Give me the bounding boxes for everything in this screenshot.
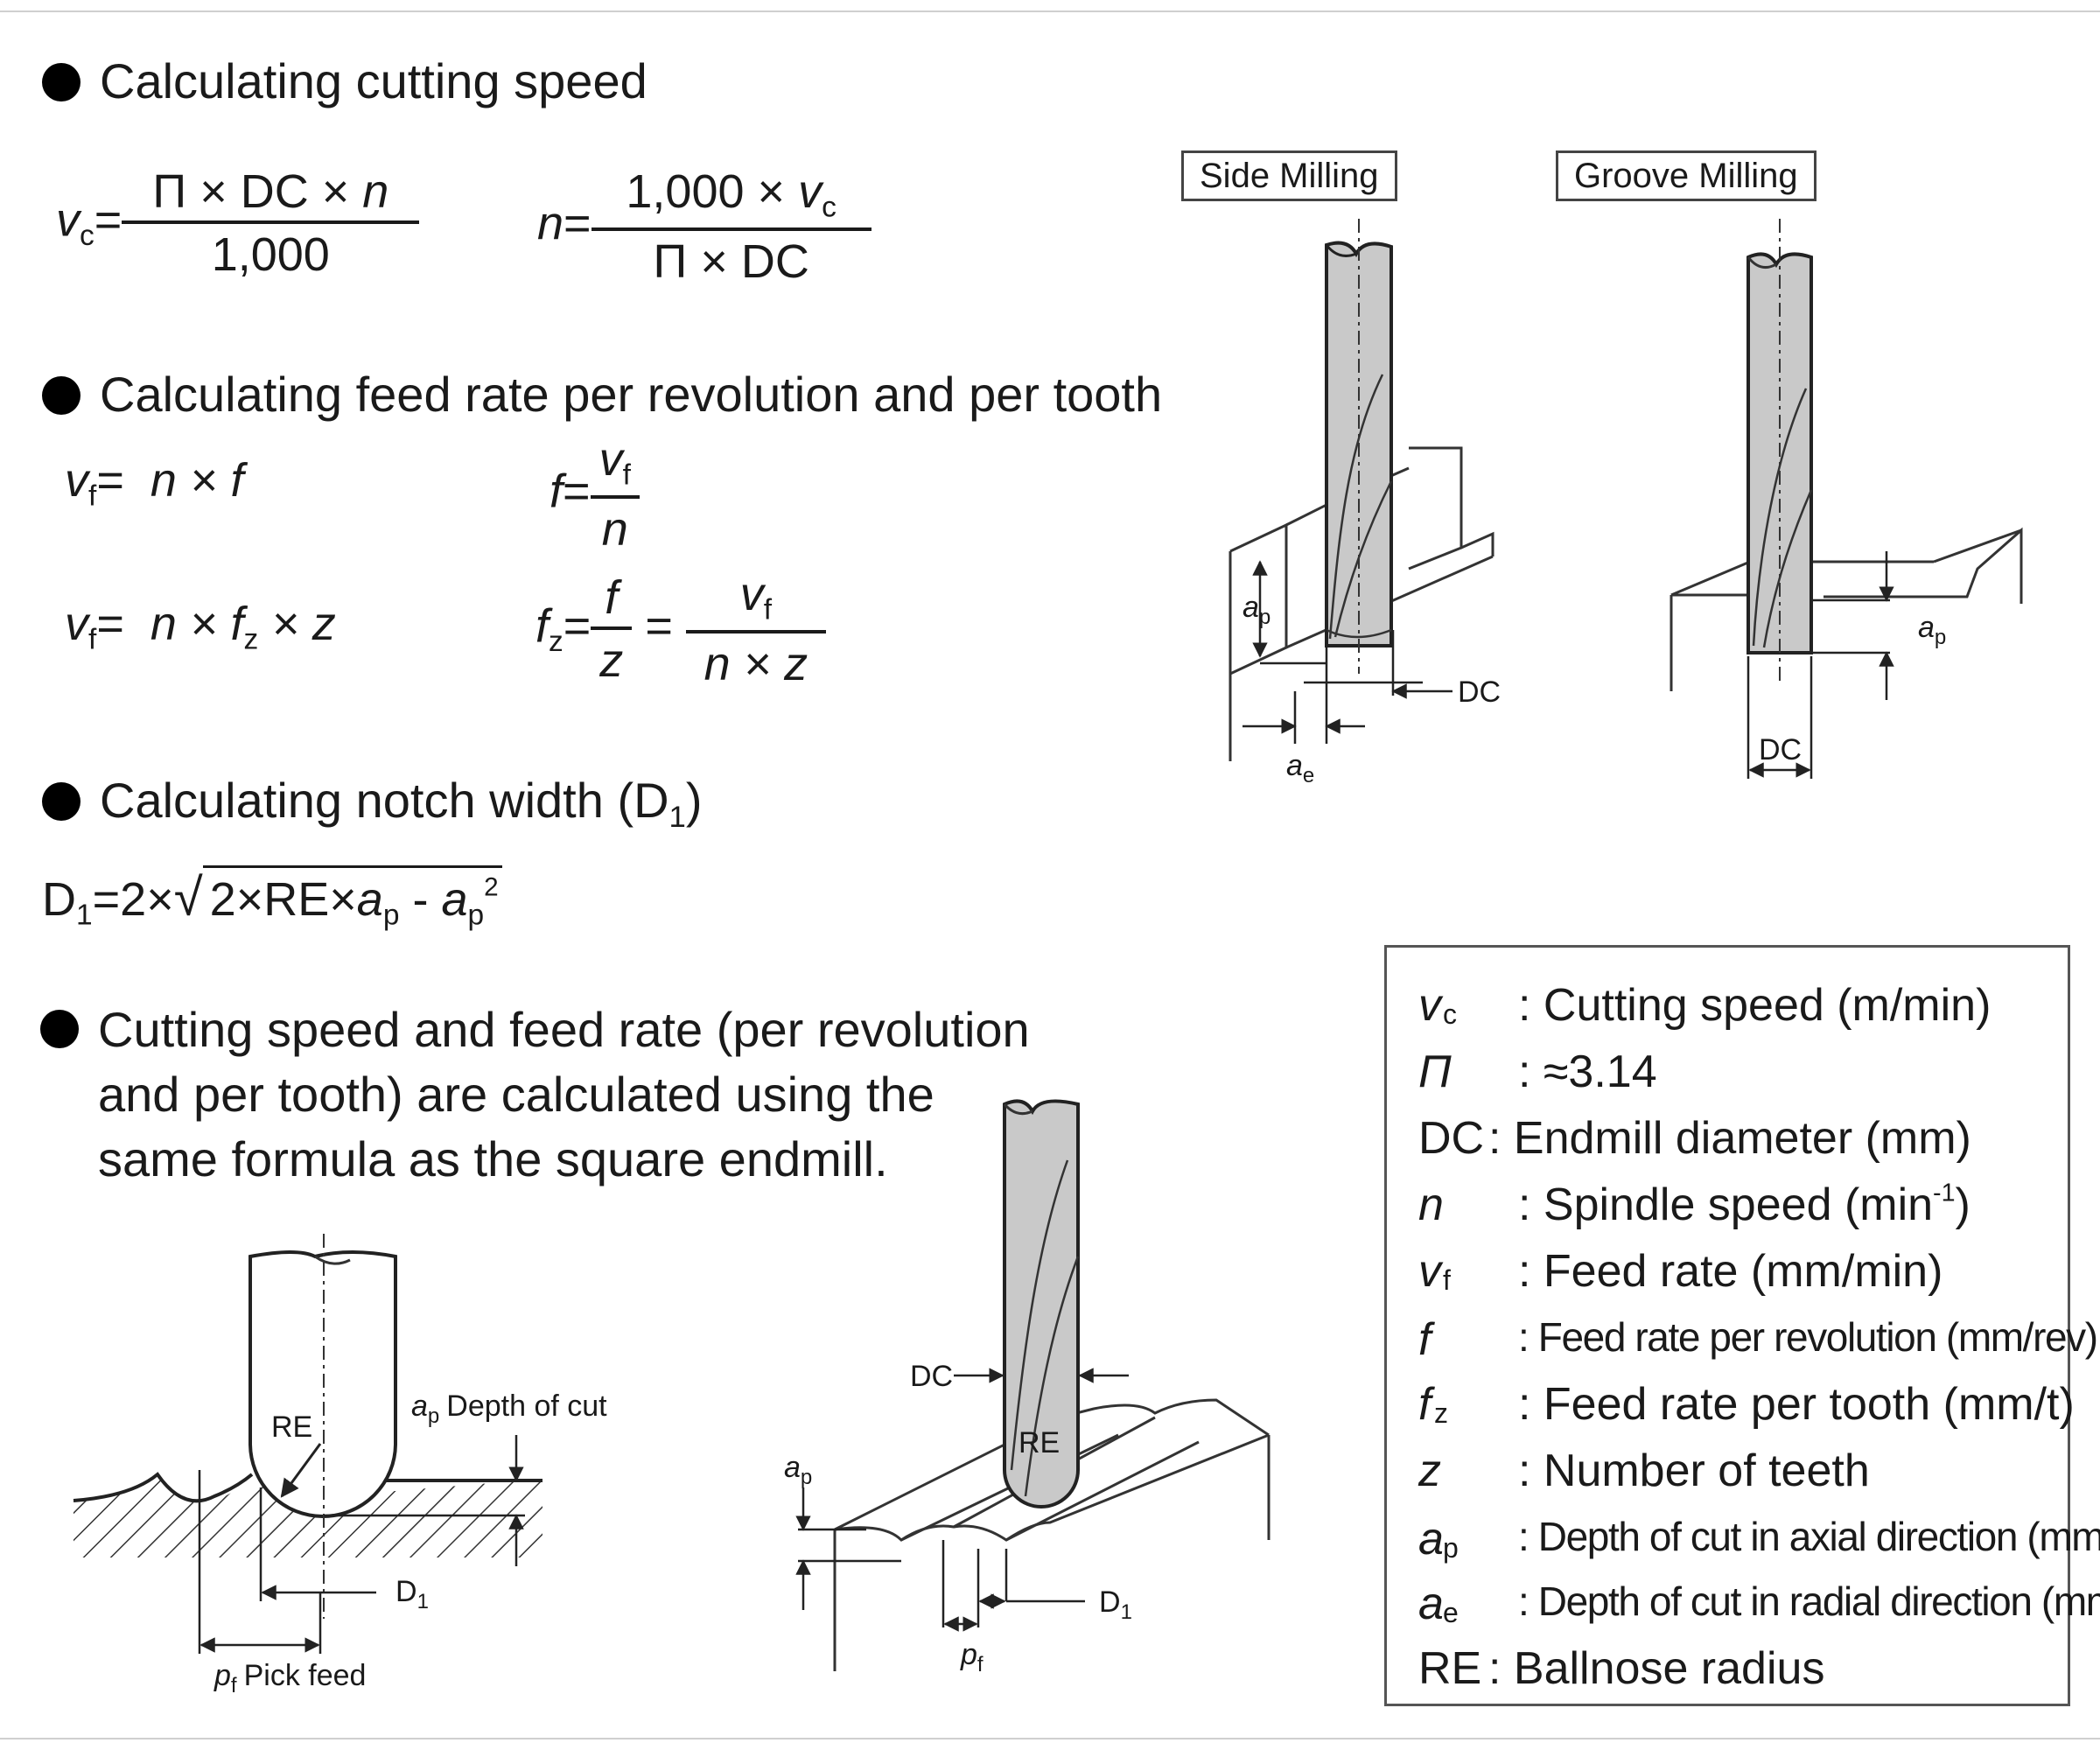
bullet-icon [40, 1010, 79, 1048]
groove-milling-endmill [1746, 219, 1813, 682]
groove-milling-workpiece [1670, 527, 2023, 691]
re-label: RE [271, 1410, 312, 1444]
bullet-icon [42, 63, 80, 102]
radicand: 2×RE×ap - ap2 [202, 865, 502, 930]
side-milling-endmill [1325, 219, 1393, 674]
ballnose-3d-dimensions [795, 1368, 1129, 1632]
d1-label: D1 [396, 1575, 429, 1614]
top-border [0, 10, 2100, 12]
groove-milling-label: Groove Milling [1556, 150, 1816, 201]
milling-diagrams: ap DC ae ap DC [1228, 219, 2023, 788]
ballnose-d1-label: D1 [1099, 1586, 1132, 1624]
bottom-border [0, 1738, 2100, 1740]
groove-dc-label: DC [1759, 733, 1802, 766]
formula-vf-2: vf= n × fz × z [65, 598, 336, 656]
radical-sign: √ [173, 868, 203, 927]
heading-feed-rate: Calculating feed rate per revolution and… [42, 364, 1162, 425]
ballnose-ap-label: ap [784, 1451, 812, 1489]
bullet-icon [42, 782, 80, 821]
formula-d1: D1=2×√2×RE×ap - ap2 [42, 865, 502, 930]
side-dc-label: DC [1458, 676, 1501, 709]
side-ae-label: ae [1286, 749, 1314, 788]
bullet-icon [42, 376, 80, 415]
ballnose-endmill-3d [1003, 1099, 1080, 1508]
heading-cutting-speed: Calculating cutting speed [42, 51, 648, 112]
ballnose-section-dimensions [198, 1435, 525, 1654]
ballnose-re-label: RE [1018, 1426, 1060, 1460]
ballnose-endmill-section [248, 1234, 397, 1619]
ballnose-pf-label: pf [960, 1638, 984, 1676]
side-milling-label: Side Milling [1181, 150, 1397, 201]
side-milling-dimensions [1242, 560, 1452, 744]
formula-vf-1: vf= n × f [65, 454, 244, 513]
groove-milling-dimensions [1746, 551, 1894, 779]
groove-ap-label: ap [1918, 611, 1946, 649]
ballnose-paragraph: Cutting speed and feed rate (per revolut… [40, 998, 1060, 1192]
ballnose-3d-diagram: DC RE ap D1 pf [784, 1099, 1270, 1676]
side-ap-label: ap [1242, 591, 1270, 629]
heading-notch-width: Calculating notch width (D1) [42, 770, 703, 848]
ballnose-dc-label: DC [910, 1360, 953, 1393]
